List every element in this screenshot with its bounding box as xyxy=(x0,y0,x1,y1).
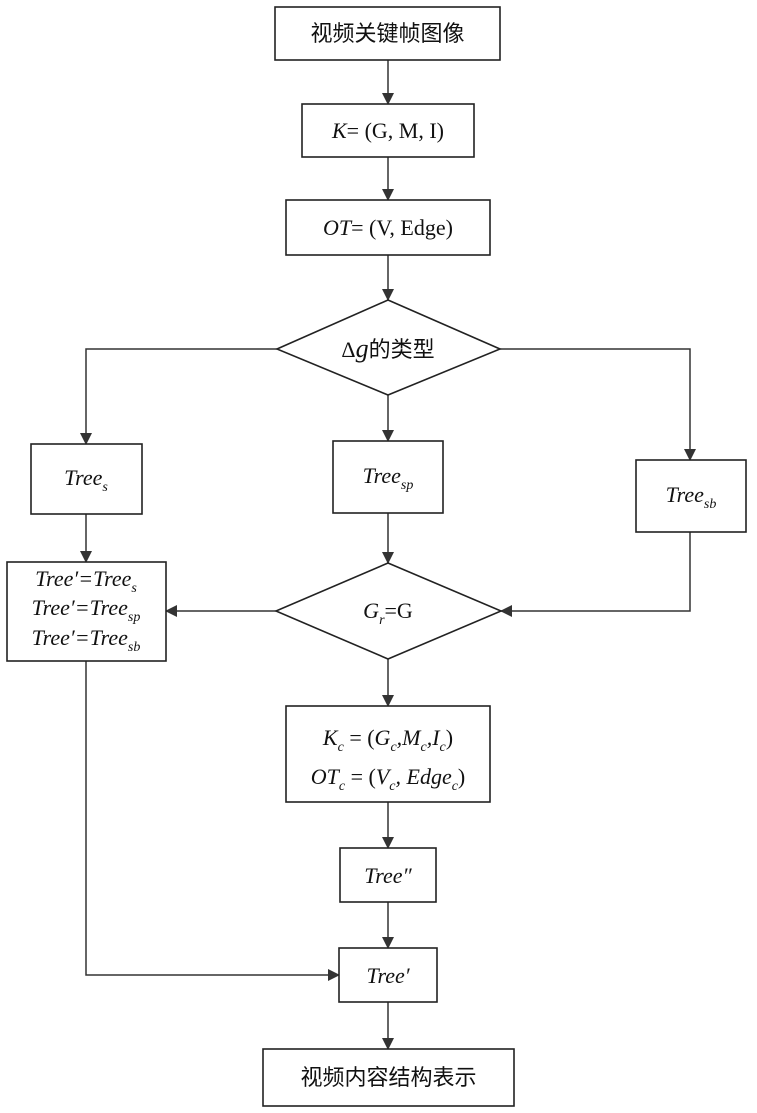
output-label: 视频内容结构表示 xyxy=(300,1066,476,1091)
ot-definition-label: OT= (V, Edge) xyxy=(323,215,453,240)
node-tree-double-prime: Tree″ xyxy=(340,848,436,902)
tree-prime-label: Tree′ xyxy=(366,963,410,988)
input-label: 视频关键帧图像 xyxy=(310,22,464,47)
node-tree-sp: Treesp xyxy=(333,441,443,513)
node-output: 视频内容结构表示 xyxy=(263,1049,514,1106)
k-definition-label: K= (G, M, I) xyxy=(331,118,444,143)
arrow-diamond-to-tree-s xyxy=(86,349,277,444)
node-tree-s: Trees xyxy=(31,444,142,514)
node-k-definition: K= (G, M, I) xyxy=(302,104,474,157)
node-ot-definition: OT= (V, Edge) xyxy=(286,200,490,255)
node-tree-prime: Tree′ xyxy=(339,948,437,1002)
dg-type-label: Δg的类型 xyxy=(341,334,434,363)
node-input: 视频关键帧图像 xyxy=(275,7,500,60)
node-kc-otc: Kc = (Gc,Mc,Ic) OTc = (Vc, Edgec) xyxy=(286,706,490,802)
tree-double-prime-label: Tree″ xyxy=(364,863,412,888)
node-tree-prime-assignment: Tree′=Trees Tree′=Treesp Tree′=Treesb xyxy=(7,562,166,661)
decision-dg-type: Δg的类型 xyxy=(277,300,500,395)
arrow-diamond-to-tree-sb xyxy=(500,349,690,460)
node-tree-sb: Treesb xyxy=(636,460,746,532)
decision-gr-equals-g: Gr=G xyxy=(276,563,501,659)
arrow-tree-sb-to-gr xyxy=(501,532,690,611)
